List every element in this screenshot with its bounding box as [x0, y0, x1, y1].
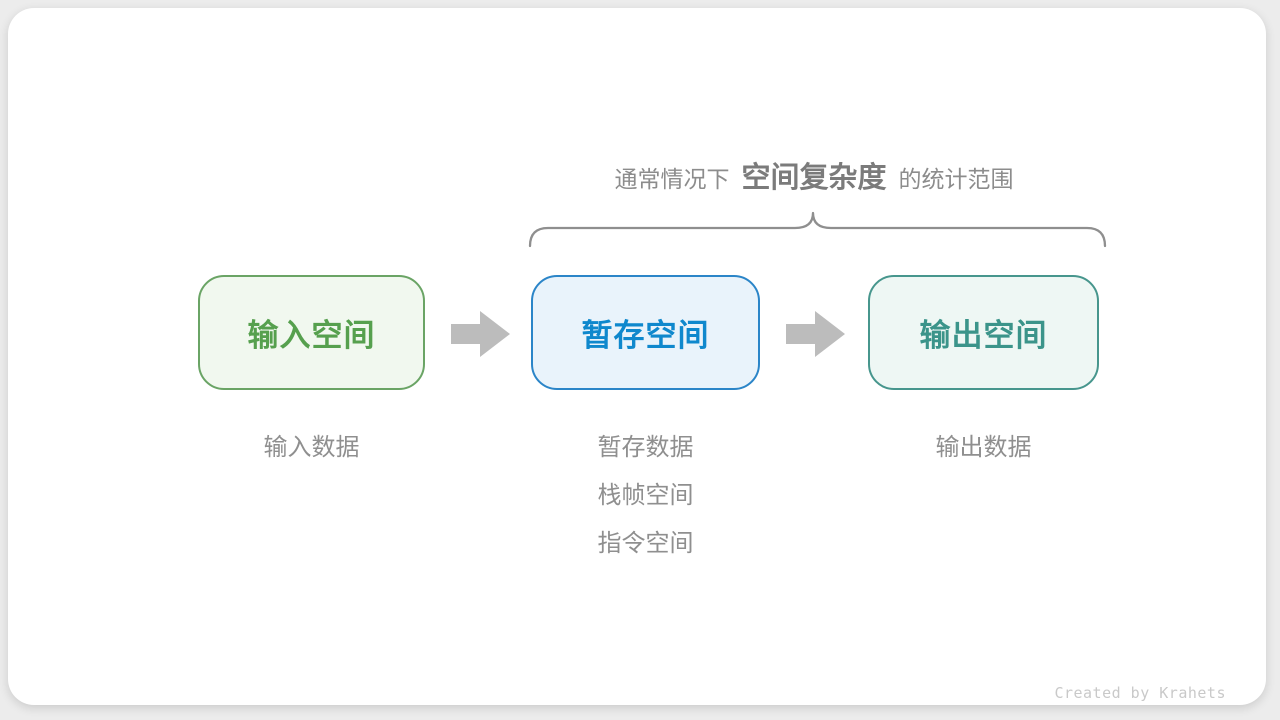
title-prefix: 通常情况下 — [614, 166, 730, 192]
annotation-line: 输入数据 — [263, 434, 360, 461]
annotation-line: 栈帧空间 — [597, 482, 694, 509]
title-highlight: 空间复杂度 — [741, 162, 887, 194]
annotation-line: 暂存数据 — [597, 434, 694, 461]
diagram-card: 通常情况下 空间复杂度 的统计范围 输入空间 暂存空间 输出空间 输入数据 暂存… — [8, 8, 1266, 705]
credit-text: Created by Krahets — [1054, 684, 1226, 702]
input-space-label: 输入空间 — [247, 318, 376, 353]
output-annotation: 输出数据 — [868, 424, 1099, 472]
diagram-title: 通常情况下 空间复杂度 的统计范围 — [614, 154, 1013, 196]
curly-brace-icon — [528, 211, 1107, 248]
output-space-box: 输出空间 — [868, 275, 1099, 390]
input-annotation: 输入数据 — [198, 424, 425, 472]
output-space-label: 输出空间 — [919, 318, 1048, 353]
input-space-box: 输入空间 — [198, 275, 425, 390]
annotation-line: 指令空间 — [597, 530, 694, 557]
title-suffix: 的统计范围 — [898, 166, 1014, 192]
temp-space-label: 暂存空间 — [581, 318, 710, 353]
temp-annotation: 暂存数据 栈帧空间 指令空间 — [531, 424, 760, 568]
temp-space-box: 暂存空间 — [531, 275, 760, 390]
annotation-line: 输出数据 — [935, 434, 1032, 461]
right-arrow-icon — [786, 311, 845, 357]
right-arrow-icon — [451, 311, 510, 357]
